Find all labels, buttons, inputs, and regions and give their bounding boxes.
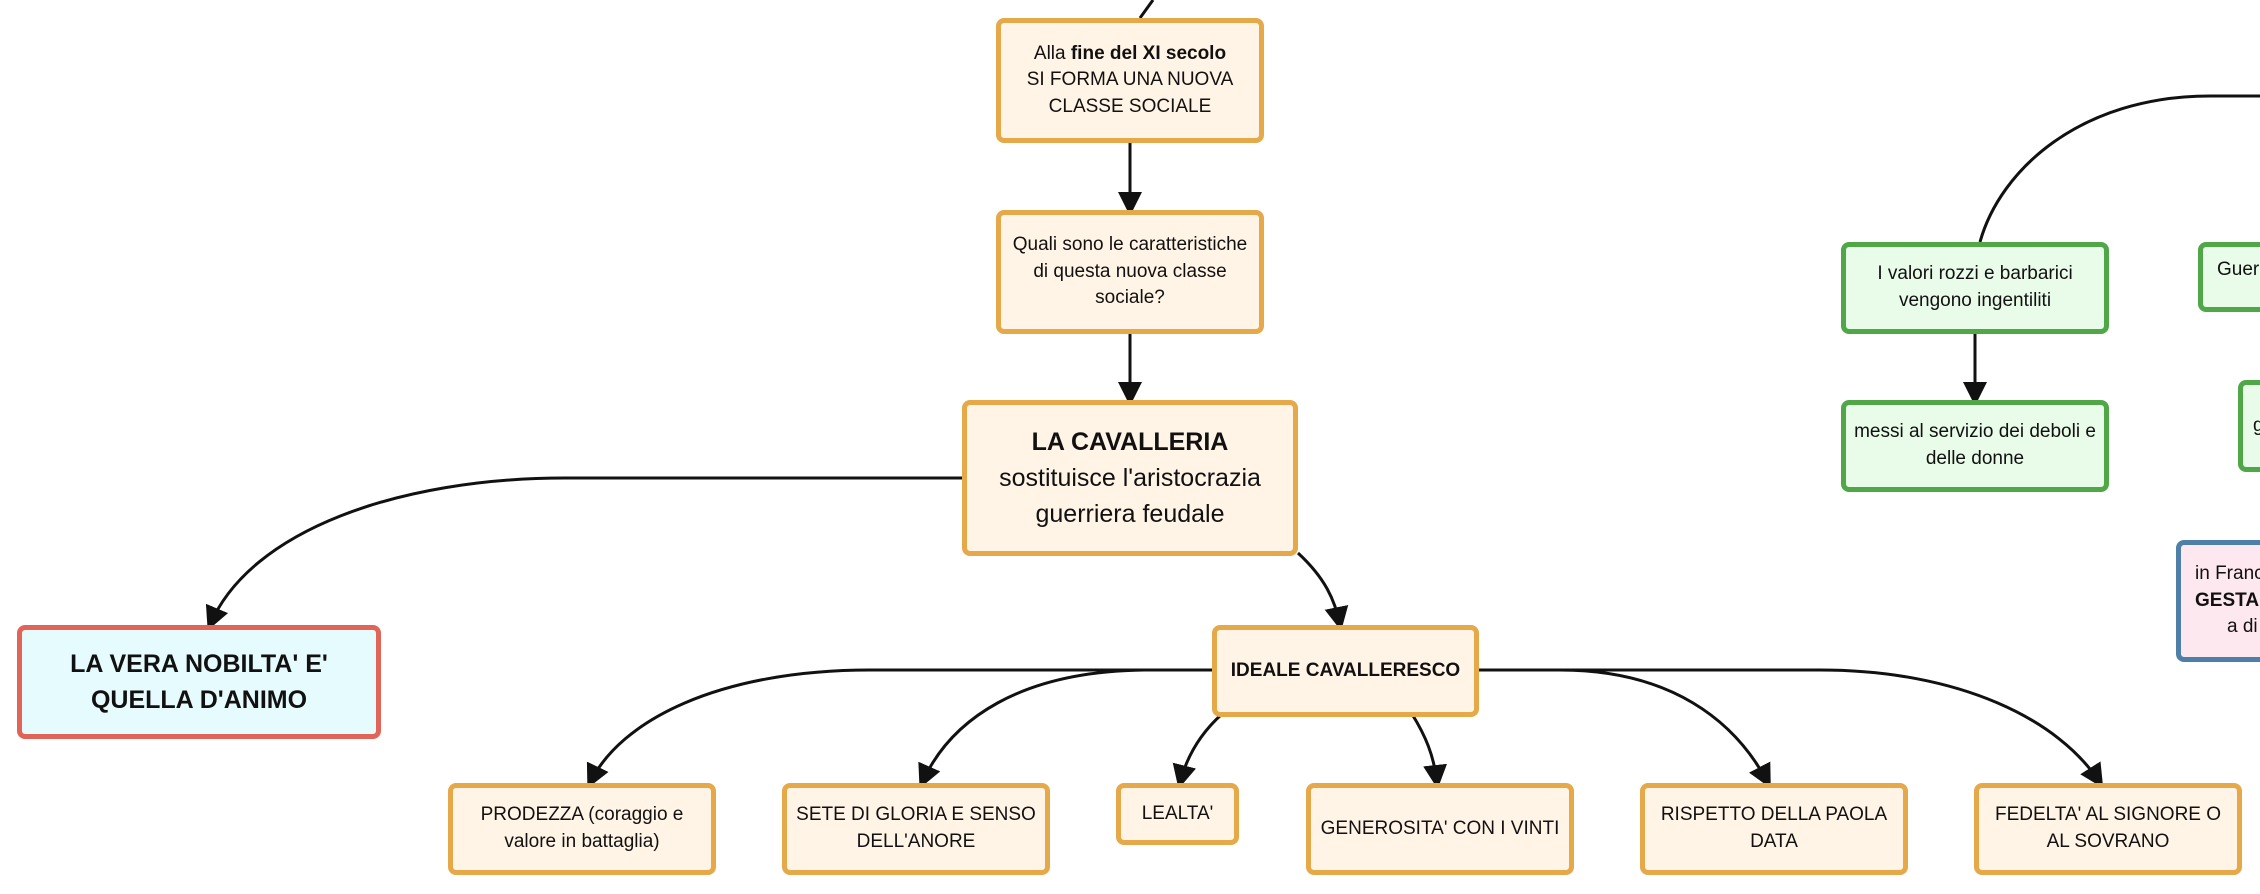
node-fine-prefix: Alla — [1033, 42, 1071, 64]
link-valori-incoming — [1978, 94, 2260, 243]
link-top-incoming — [1138, 0, 1155, 19]
node-prodezza[interactable]: PRODEZZA (coraggio e valore in battaglia… — [448, 783, 716, 875]
link-ideale-to-generosita — [1410, 713, 1448, 789]
node-francia-text: in Franc GESTA c a di — [2195, 561, 2260, 641]
node-francia-partial[interactable]: in Franc GESTA c a di — [2176, 540, 2260, 662]
node-rispetto-parola[interactable]: RISPETTO DELLA PAOLA DATA — [1640, 783, 1908, 875]
node-rispetto-text: RISPETTO DELLA PAOLA DATA — [1660, 804, 1888, 852]
node-fine-line2: SI FORMA UNA NUOVA — [1026, 69, 1234, 91]
node-franc-bold: GESTA — [2195, 589, 2260, 611]
node-fedelta-text: FEDELTA' AL SIGNORE O AL SOVRANO — [1994, 804, 2222, 852]
node-domanda-text: Quali sono le caratteristiche di questa … — [1012, 234, 1248, 309]
node-fedelta-signore[interactable]: FEDELTA' AL SIGNORE O AL SOVRANO — [1974, 783, 2242, 875]
node-prodezza-text: PRODEZZA (coraggio e valore in battaglia… — [480, 804, 684, 852]
node-lealta-text: LEALTA' — [1141, 802, 1214, 824]
node-ideale-text: IDEALE CAVALLERESCO — [1230, 659, 1461, 681]
node-cavalleria-rest: sostituisce l'aristocrazia guerriera feu… — [999, 463, 1261, 529]
node-ideale-cavalleresco[interactable]: IDEALE CAVALLERESCO — [1212, 625, 1479, 717]
node-guer-partial[interactable]: Guer — [2198, 242, 2260, 312]
link-cavalleria-to-vera-nobilta — [205, 476, 962, 631]
node-fine-line3: CLASSE SOCIALE — [1048, 95, 1212, 117]
node-franc-line3: a di — [2227, 616, 2258, 638]
node-fine-bold: fine del XI secolo — [1070, 42, 1227, 64]
node-sete-text: SETE DI GLORIA E SENSO DELL'ANORE — [796, 804, 1036, 852]
node-fine-xi-secolo[interactable]: Alla fine del XI secolo SI FORMA UNA NUO… — [996, 18, 1264, 143]
node-domanda-caratteristiche[interactable]: Quali sono le caratteristiche di questa … — [996, 210, 1264, 334]
node-messi-text: messi al servizio dei deboli e delle don… — [1854, 421, 2096, 469]
node-generosita-text: GENEROSITA' CON I VINTI — [1320, 817, 1560, 839]
node-g-partial[interactable]: g — [2238, 380, 2260, 472]
node-la-cavalleria[interactable]: LA CAVALLERIA sostituisce l'aristocrazia… — [962, 400, 1298, 556]
node-guer-text: Guer — [2217, 259, 2260, 280]
link-ideale-to-rispetto — [1476, 668, 1771, 789]
node-valori-rozzi[interactable]: I valori rozzi e barbarici vengono ingen… — [1841, 242, 2109, 334]
link-ideale-to-sete — [918, 668, 1215, 789]
node-cavalleria-text: LA CAVALLERIA sostituisce l'aristocrazia… — [985, 424, 1275, 533]
node-franc-line1: in Franc — [2195, 563, 2260, 585]
link-ideale-to-prodezza — [586, 668, 1215, 789]
node-valori-text: I valori rozzi e barbarici vengono ingen… — [1877, 263, 2073, 311]
node-cavalleria-bold: LA CAVALLERIA — [1031, 427, 1229, 456]
node-lealta[interactable]: LEALTA' — [1116, 783, 1239, 845]
node-vera-nobilta[interactable]: LA VERA NOBILTA' E' QUELLA D'ANIMO — [17, 625, 381, 739]
link-cavalleria-to-ideale — [1296, 551, 1349, 631]
link-ideale-to-fedelta — [1476, 668, 2104, 789]
link-ideale-to-lealta — [1172, 712, 1224, 789]
node-vera-nobilta-text: LA VERA NOBILTA' E' QUELLA D'ANIMO — [70, 649, 328, 714]
node-g-text: g — [2253, 413, 2260, 440]
node-generosita[interactable]: GENEROSITA' CON I VINTI — [1306, 783, 1574, 875]
node-messi-al-servizio[interactable]: messi al servizio dei deboli e delle don… — [1841, 400, 2109, 492]
node-sete-di-gloria[interactable]: SETE DI GLORIA E SENSO DELL'ANORE — [782, 783, 1050, 875]
node-fine-xi-secolo-text: Alla fine del XI secolo SI FORMA UNA NUO… — [1027, 41, 1234, 121]
